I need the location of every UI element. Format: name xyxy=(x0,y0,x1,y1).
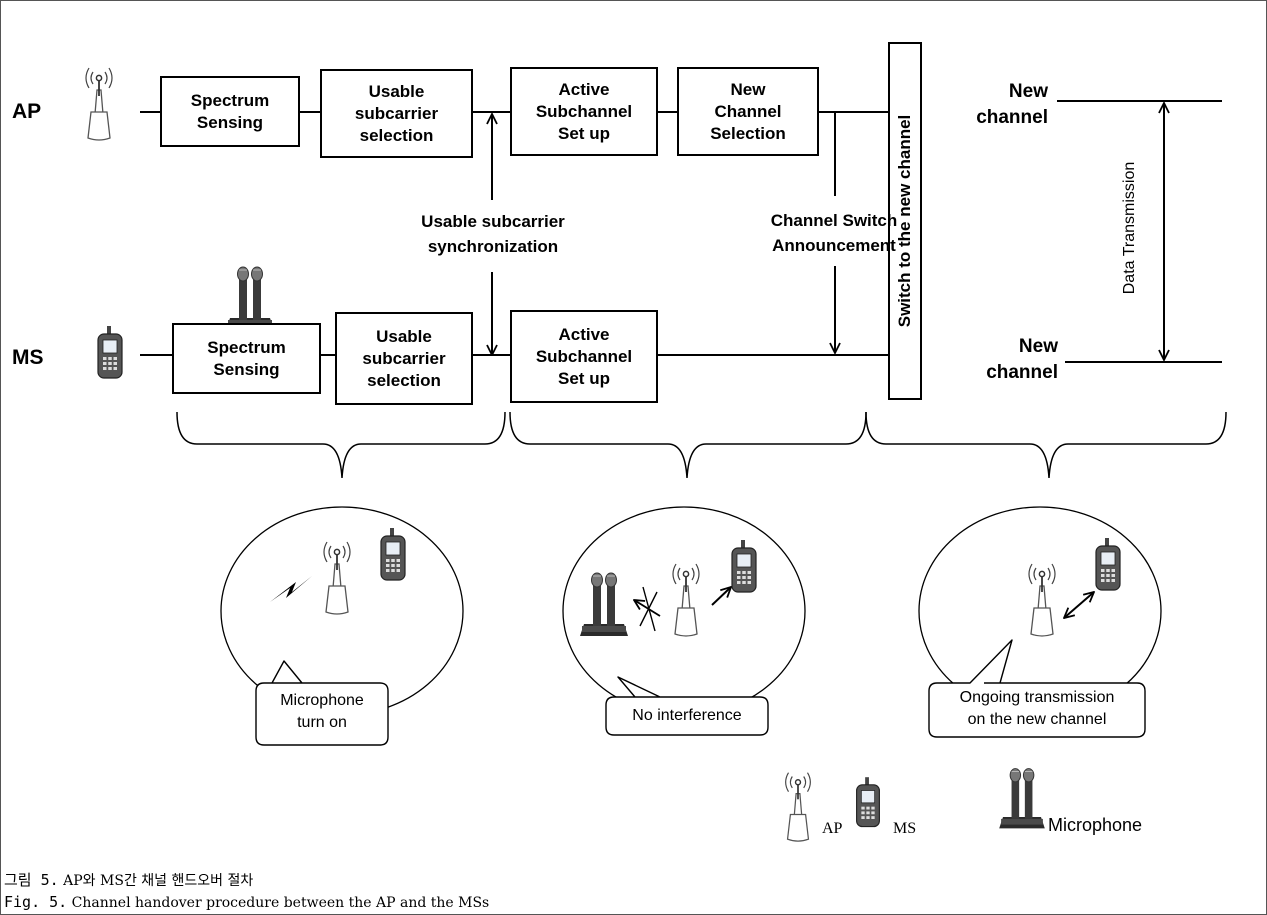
ms-active-subchannel-setup-box: Active Subchannel Set up xyxy=(510,310,658,403)
channel-switch-announcement-annotation: Channel Switch Announcement xyxy=(770,211,898,255)
caption-korean: 그림 5. AP와 MS간 채널 핸드오버 절차 xyxy=(4,871,253,890)
ap-spectrum-sensing-box: Spectrum Sensing xyxy=(160,76,300,147)
legend-ms-icon xyxy=(856,776,880,828)
legend-ap-icon xyxy=(784,771,812,842)
callout-ongoing-transmission: Ongoing transmission on the new channel xyxy=(959,689,1115,728)
mobile-phone-icon xyxy=(97,325,123,379)
ap-new-channel-selection-box: New Channel Selection xyxy=(677,67,819,156)
data-transmission-label: Data Transmission xyxy=(1121,161,1138,295)
ms-row-label: MS xyxy=(12,346,44,369)
microphone-icon xyxy=(225,266,275,331)
legend-microphone-icon xyxy=(998,768,1046,829)
callout-microphone-turn-on: Microphone turn on xyxy=(280,692,364,731)
legend-ms-label: MS xyxy=(893,820,917,837)
ap-antenna-icon xyxy=(85,67,113,141)
legend-microphone-label: Microphone xyxy=(1048,815,1143,835)
link-arrow-icon xyxy=(1064,592,1094,618)
ap-row-label: AP xyxy=(12,100,42,123)
ap-active-subchannel-setup-box: Active Subchannel Set up xyxy=(510,67,658,156)
caption-english-text: Channel handover procedure between the A… xyxy=(71,895,490,911)
subcarrier-sync-annotation: Usable subcarrier synchronization xyxy=(421,212,565,256)
new-channel-label-top: New channel xyxy=(976,81,1048,128)
callout-no-interference: No interference xyxy=(632,707,742,724)
legend-ap-label: AP xyxy=(822,820,843,837)
ms-usable-subcarrier-selection-box: Usable subcarrier selection xyxy=(335,312,473,405)
blocked-link-icon xyxy=(634,586,661,632)
caption-korean-prefix: 그림 5. xyxy=(4,871,59,889)
switch-to-new-channel-box: Switch to the new channel xyxy=(888,42,922,400)
ms-spectrum-sensing-box: Spectrum Sensing xyxy=(172,323,321,394)
caption-english: Fig. 5. Channel handover procedure betwe… xyxy=(4,893,489,912)
caption-korean-text: AP와 MS간 채널 핸드오버 절차 xyxy=(63,873,254,889)
ap-usable-subcarrier-selection-box: Usable subcarrier selection xyxy=(320,69,473,158)
link-arrow-icon xyxy=(711,587,731,606)
caption-english-prefix: Fig. 5. xyxy=(4,893,68,911)
lightning-link-icon xyxy=(270,576,312,602)
new-channel-label-bottom: New channel xyxy=(986,336,1058,383)
